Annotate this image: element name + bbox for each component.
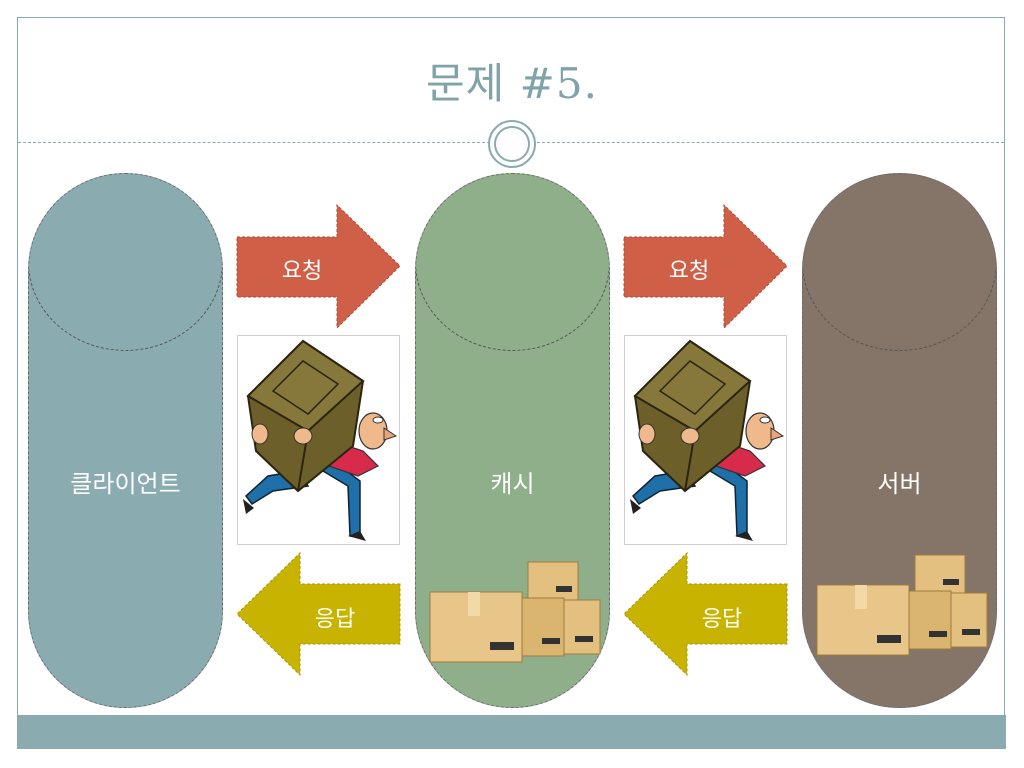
response-label-2: 응답 xyxy=(701,607,743,632)
person-carrying-box-icon xyxy=(243,339,398,541)
server-label: 서버 xyxy=(877,470,922,498)
cardboard-boxes-icon xyxy=(816,554,988,656)
response-label-1: 응답 xyxy=(314,607,356,632)
cache-cylinder-top xyxy=(416,174,609,351)
footer-bar xyxy=(18,715,1006,749)
client-label: 클라이언트 xyxy=(70,470,181,498)
client-cylinder: 클라이언트 xyxy=(28,173,223,708)
server-cylinder-top xyxy=(803,174,996,351)
title-divider-ring xyxy=(488,120,536,168)
request-label-2: 요청 xyxy=(668,259,710,284)
carrier-picture-2 xyxy=(624,335,787,545)
cardboard-boxes-icon xyxy=(429,561,601,663)
cache-label: 캐시 xyxy=(490,470,535,498)
slide-title: 문제 #5. xyxy=(426,59,598,108)
carrier-picture-1 xyxy=(237,335,400,545)
client-cylinder-top xyxy=(29,174,222,351)
person-carrying-box-icon xyxy=(630,339,785,541)
response-arrow-1 xyxy=(236,551,401,677)
request-arrow-2 xyxy=(623,203,788,330)
request-arrow-1 xyxy=(236,203,401,330)
response-arrow-2 xyxy=(623,551,788,677)
request-label-1: 요청 xyxy=(281,259,323,284)
